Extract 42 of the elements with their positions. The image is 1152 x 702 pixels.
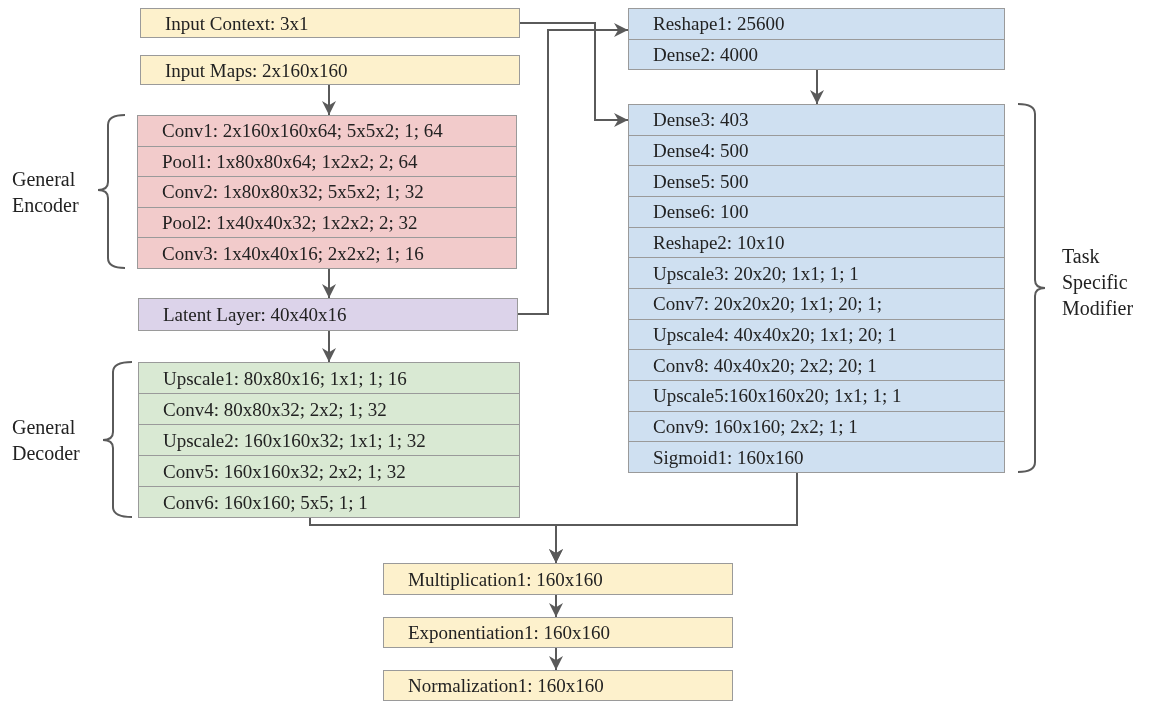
arrow <box>549 472 798 564</box>
arrow <box>322 268 336 299</box>
arrow <box>810 69 824 105</box>
layer-block: Dense4: 500 <box>628 134 1005 167</box>
layer-block: Conv6: 160x160; 5x5; 1; 1 <box>138 486 520 518</box>
layer-block: Pool1: 1x80x80x64; 1x2x2; 2; 64 <box>137 145 517 178</box>
layer-block: Dense5: 500 <box>628 165 1005 197</box>
layer-block: Input Context: 3x1 <box>140 8 520 38</box>
layer-block: Dense2: 4000 <box>628 38 1005 70</box>
arrow <box>549 594 563 618</box>
arrow <box>322 84 336 116</box>
bracket-label: Task Specific Modifier <box>1062 244 1135 321</box>
layer-block: Normalization1: 160x160 <box>383 670 733 701</box>
layer-block: Reshape2: 10x10 <box>628 226 1005 259</box>
bracket-label: General Encoder <box>12 167 80 218</box>
layer-block: Upscale1: 80x80x16; 1x1; 1; 16 <box>138 362 520 394</box>
layer-block: Dense6: 100 <box>628 196 1005 228</box>
layer-block: Upscale4: 40x40x20; 1x1; 20; 1 <box>628 318 1005 351</box>
layer-block: Upscale2: 160x160x32; 1x1; 1; 32 <box>138 424 520 456</box>
layer-block: Sigmoid1: 160x160 <box>628 441 1005 473</box>
layer-block: Reshape1: 25600 <box>628 8 1005 40</box>
layer-block: Conv2: 1x80x80x32; 5x5x2; 1; 32 <box>137 176 517 208</box>
layer-block: Exponentiation1: 160x160 <box>383 617 733 648</box>
layer-block: Conv5: 160x160x32; 2x2; 1; 32 <box>138 455 520 487</box>
arrow <box>519 22 629 127</box>
arrow <box>322 330 336 363</box>
layer-block: Conv8: 40x40x20; 2x2; 20; 1 <box>628 349 1005 381</box>
bracket-label: General Decoder <box>12 415 81 466</box>
layer-block: Dense3: 403 <box>628 104 1005 136</box>
arrow <box>517 23 629 315</box>
layer-block: Input Maps: 2x160x160 <box>140 55 520 85</box>
layer-block: Conv1: 2x160x160x64; 5x5x2; 1; 64 <box>137 115 517 147</box>
layer-block: Upscale3: 20x20; 1x1; 1; 1 <box>628 257 1005 289</box>
layer-block: Conv9: 160x160; 2x2; 1; 1 <box>628 410 1005 443</box>
arrow <box>549 647 563 671</box>
layer-block: Latent Layer: 40x40x16 <box>138 298 518 331</box>
layer-block: Multiplication1: 160x160 <box>383 563 733 595</box>
layer-block: Upscale5:160x160x20; 1x1; 1; 1 <box>628 380 1005 412</box>
layer-block: Pool2: 1x40x40x32; 1x2x2; 2; 32 <box>137 206 517 239</box>
layer-block: Conv7: 20x20x20; 1x1; 20; 1; <box>628 288 1005 320</box>
layer-block: Conv4: 80x80x32; 2x2; 1; 32 <box>138 393 520 425</box>
layer-block: Conv3: 1x40x40x16; 2x2x2; 1; 16 <box>137 237 517 269</box>
